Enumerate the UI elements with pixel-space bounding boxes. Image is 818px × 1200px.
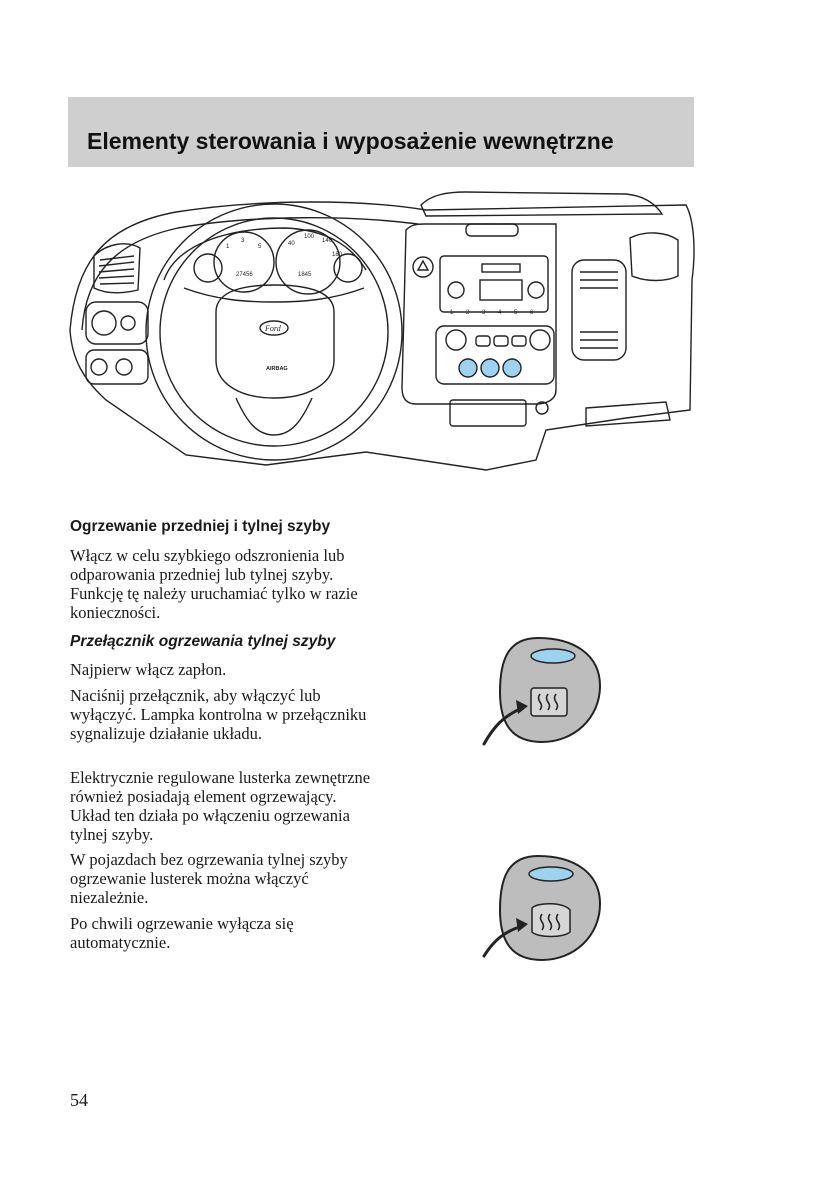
svg-text:3: 3 [482, 310, 486, 316]
climate-controls [435, 325, 555, 385]
indicator-lamp [528, 866, 574, 882]
fan-dial-icon [445, 329, 467, 351]
subsection-heading: Przełącznik ogrzewania tylnej szyby [70, 633, 336, 650]
header-bar [68, 97, 694, 167]
mirror-heat-icon [531, 903, 571, 938]
rear-defrost-button-icon [480, 358, 500, 378]
indicator-lamp [530, 648, 576, 664]
left-air-vent [93, 243, 141, 294]
svg-text:5: 5 [258, 244, 262, 250]
recirc-button-icon [502, 358, 522, 378]
radio-unit: 1 2 3 4 5 6 [439, 255, 549, 316]
body-paragraph: Najpierw włącz zapłon. [70, 660, 227, 679]
body-paragraph: Elektrycznie regulowane lusterka zewnętr… [70, 768, 371, 844]
temperature-dial-icon [529, 329, 551, 351]
body-paragraph: W pojazdach bez ogrzewania tylnej szyby … [70, 850, 348, 907]
intro-paragraph: Włącz w celu szybkiego odszronienia lub … [70, 546, 358, 622]
svg-text:2: 2 [466, 310, 470, 316]
right-air-vent [571, 259, 627, 361]
dashboard-illustration: 1 3 5 40 100 140 180 27456 1845 Ford AIR… [69, 191, 695, 471]
svg-text:4: 4 [498, 310, 502, 316]
svg-text:3: 3 [241, 238, 245, 244]
page-title: Elementy sterowania i wyposażenie wewnęt… [87, 128, 614, 154]
airbag-label: AIRBAG [266, 366, 288, 372]
svg-text:5: 5 [514, 310, 518, 316]
rear-window-defrost-switch-illustration [482, 636, 602, 746]
body-paragraph: Naciśnij przełącznik, aby włączyć lub wy… [70, 686, 367, 743]
section-heading: Ogrzewanie przedniej i tylnej szyby [70, 518, 331, 535]
tacho-ticks: 1 [226, 244, 230, 250]
svg-text:100: 100 [304, 234, 315, 240]
ford-logo: Ford [264, 324, 282, 333]
rear-defrost-icon [530, 687, 568, 717]
speedo-ticks: 40 [288, 241, 295, 247]
svg-text:6: 6 [530, 310, 534, 316]
light-switch [85, 301, 149, 385]
svg-text:180: 180 [332, 252, 343, 258]
odometer-right: 1845 [298, 272, 312, 278]
odometer-left: 27456 [236, 272, 253, 278]
svg-text:140: 140 [322, 238, 333, 244]
steering-wheel: Ford AIRBAG [145, 203, 403, 461]
hazard-button [412, 256, 434, 278]
defrost-button-icon [458, 358, 478, 378]
svg-text:1: 1 [450, 310, 454, 316]
page-number: 54 [70, 1090, 88, 1110]
body-paragraph: Po chwili ogrzewanie wyłącza się automat… [70, 914, 294, 952]
mirror-heating-switch-illustration [482, 854, 602, 962]
